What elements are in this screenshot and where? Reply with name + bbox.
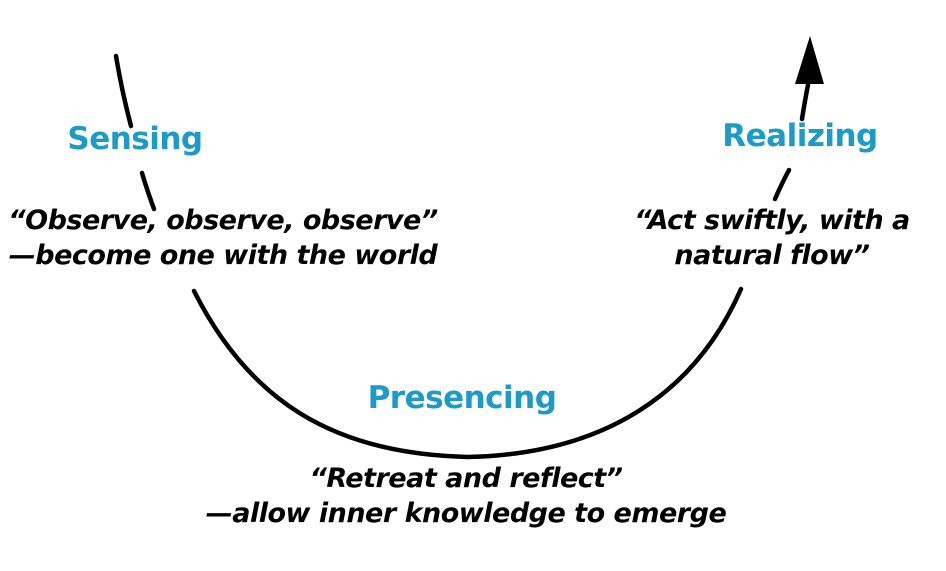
up-arrow-icon [795,36,824,84]
up-arrow-stem [799,82,811,122]
quote-sensing-line1: “Observe, observe, observe” [8,205,438,236]
quote-presencing-line1: “Retreat and reflect” [309,463,623,494]
quote-realizing-line1: “Act swiftly, with a [634,205,910,236]
phase-label-sensing: Sensing [67,121,203,157]
u-curve-upper-left-segment [113,53,134,129]
quote-presencing-line2: —allow inner knowledge to emerge [205,498,727,529]
u-curve-right-dash [772,167,792,202]
quote-presencing: “Retreat and reflect” —allow inner knowl… [206,461,727,531]
u-curve-left-dash [139,170,157,212]
quote-sensing-line2: —become one with the world [8,240,438,271]
quote-realizing: “Act swiftly, with a natural flow” [634,203,910,273]
u-curve-main-arc [191,286,744,460]
phase-label-realizing: Realizing [722,118,878,154]
phase-label-presencing: Presencing [367,380,557,416]
quote-sensing: “Observe, observe, observe” —become one … [8,203,438,273]
quote-realizing-line2: natural flow” [674,240,870,271]
